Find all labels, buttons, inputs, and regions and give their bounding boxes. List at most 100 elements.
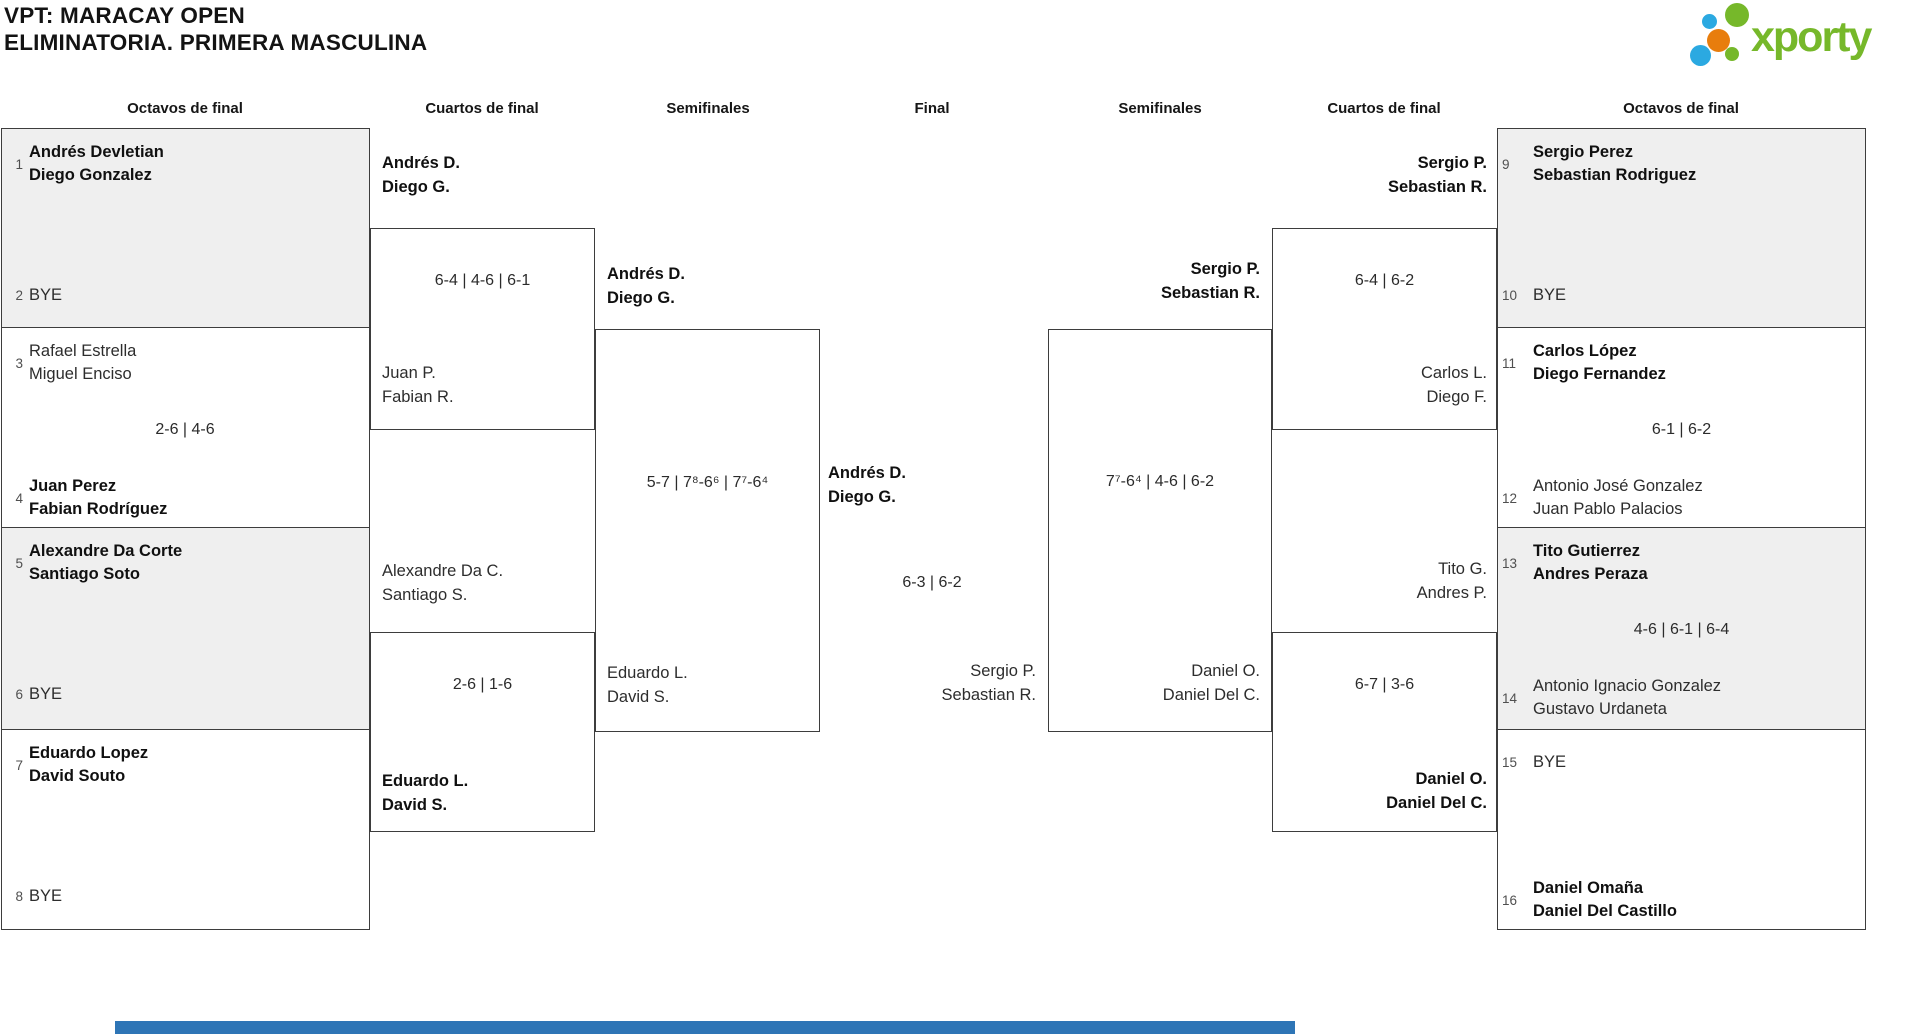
advancing-team-label: Sergio P. Sebastian R. — [1287, 152, 1487, 199]
team-short-name: Alexandre Da C. — [382, 562, 504, 580]
advancing-team-label: Daniel O. Daniel Del C. — [1060, 660, 1260, 707]
seed-number: 3 — [15, 355, 23, 371]
player-name: Antonio Ignacio Gonzalez — [1533, 677, 1722, 695]
advancing-team-label: Alexandre Da C. Santiago S. — [382, 560, 592, 607]
team-short-name: Andrés D. — [607, 265, 685, 283]
seed-number: 10 — [1502, 288, 1518, 303]
round-header-semis-right: Semifinales — [1118, 100, 1202, 117]
player-name: Juan Pablo Palacios — [1533, 500, 1683, 518]
match-box-octavos-left-1 — [1, 128, 370, 328]
match-box-cuartos-left-1 — [370, 228, 595, 430]
player-name: Daniel Omaña — [1533, 879, 1644, 897]
player-name: Diego Gonzalez — [29, 166, 152, 184]
player-name: Eduardo Lopez — [29, 744, 149, 762]
player-name: Sebastian Rodriguez — [1533, 166, 1697, 184]
seed-number: 1 — [15, 156, 23, 172]
match-box-cuartos-right-2 — [1272, 632, 1497, 832]
round-header-final: Final — [914, 100, 950, 117]
seed-number: 6 — [15, 687, 23, 702]
team-short-name: Daniel O. — [1415, 770, 1487, 788]
team-short-name: Andrés D. — [382, 154, 460, 172]
advancing-team-label: Andrés D. Diego G. — [382, 152, 592, 199]
match-score: 2-6 | 1-6 — [452, 676, 513, 693]
match-score: 6-7 | 3-6 — [1354, 676, 1415, 693]
team-short-name: Daniel Del C. — [1386, 793, 1487, 812]
player-name: Miguel Enciso — [29, 365, 132, 383]
seed-number: 9 — [1502, 156, 1510, 172]
team-short-name: Diego F. — [1426, 387, 1487, 406]
finalist-team-label: Andrés D. Diego G. — [828, 462, 1038, 509]
player-name: Santiago Soto — [29, 565, 140, 583]
team-short-name: Diego G. — [607, 288, 675, 307]
team-short-name: Eduardo L. — [382, 772, 469, 790]
bye-label: BYE — [1533, 286, 1567, 304]
round-header-octavos-right: Octavos de final — [1623, 100, 1739, 117]
match-box-octavos-left-4 — [1, 729, 370, 930]
team-short-name: Daniel O. — [1191, 662, 1260, 680]
team-short-name: David S. — [607, 687, 670, 706]
team-short-name: Diego G. — [828, 487, 896, 506]
seed-number: 14 — [1502, 690, 1518, 706]
bye-label: BYE — [29, 286, 63, 304]
bye-label: BYE — [1533, 752, 1567, 771]
team-row-seed-2-bye: 2 BYE — [8, 273, 358, 318]
team-short-name: Juan P. — [382, 364, 436, 382]
round-header-cuartos-left: Cuartos de final — [425, 100, 539, 117]
team-short-name: Fabian R. — [382, 387, 454, 406]
advancing-team-label: Carlos L. Diego F. — [1287, 362, 1487, 409]
team-short-name: Sergio P. — [1190, 260, 1260, 278]
team-short-name: David S. — [382, 795, 448, 814]
match-score: 4-6 | 6-1 | 6-4 — [1633, 621, 1730, 638]
team-row-seed-10-bye: 10 BYE — [1502, 273, 1858, 318]
player-name: Juan Perez — [29, 477, 117, 495]
player-name: Andrés Devletian — [29, 143, 164, 161]
round-header-octavos-left: Octavos de final — [127, 100, 243, 117]
title-line-2: ELIMINATORIA. PRIMERA MASCULINA — [4, 30, 428, 55]
match-score: 6-4 | 4-6 | 6-1 — [434, 272, 531, 289]
seed-number: 12 — [1502, 490, 1518, 506]
player-name: Alexandre Da Corte — [29, 542, 183, 560]
match-score: 6-4 | 6-2 — [1354, 272, 1415, 289]
seed-number: 15 — [1502, 754, 1518, 770]
player-name: Antonio José Gonzalez — [1533, 477, 1703, 495]
team-short-name: Daniel Del C. — [1162, 685, 1260, 704]
match-box-semifinal-left — [595, 329, 820, 732]
player-name: Fabian Rodríguez — [29, 500, 168, 518]
seed-number: 5 — [15, 555, 23, 571]
player-name: Daniel Del Castillo — [1533, 902, 1677, 920]
player-name: David Souto — [29, 767, 126, 785]
advancing-team-label: Eduardo L. David S. — [607, 662, 817, 709]
seed-number: 8 — [15, 889, 23, 904]
player-name: Rafael Estrella — [29, 342, 137, 360]
player-name: Sergio Perez — [1533, 143, 1633, 161]
footer-bar — [115, 1021, 1295, 1034]
team-short-name: Sebastian R. — [1387, 177, 1487, 196]
match-box-cuartos-right-1 — [1272, 228, 1497, 430]
final-score: 6-3 | 6-2 — [902, 574, 962, 591]
team-short-name: Sebastian R. — [1160, 283, 1260, 302]
team-short-name: Sebastian R. — [941, 685, 1036, 704]
match-score: 5-7 | 7⁸-6⁶ | 7⁷-6⁴ — [646, 474, 769, 491]
match-score: 6-1 | 6-2 — [1651, 421, 1712, 438]
bye-label: BYE — [29, 887, 63, 905]
round-header-semis-left: Semifinales — [666, 100, 750, 117]
advancing-team-label: Daniel O. Daniel Del C. — [1287, 768, 1487, 815]
team-short-name: Carlos L. — [1420, 364, 1487, 382]
advancing-team-label: Andrés D. Diego G. — [607, 263, 817, 310]
seed-number: 13 — [1502, 555, 1518, 571]
finalist-team-label: Sergio P. Sebastian R. — [836, 660, 1036, 707]
team-short-name: Sergio P. — [970, 662, 1036, 680]
match-box-semifinal-right — [1048, 329, 1272, 732]
title-line-1: VPT: MARACAY OPEN — [4, 3, 245, 28]
logo-dot-small-blue — [1702, 14, 1717, 29]
match-box-cuartos-left-2 — [370, 632, 595, 832]
seed-number: 4 — [15, 490, 23, 506]
